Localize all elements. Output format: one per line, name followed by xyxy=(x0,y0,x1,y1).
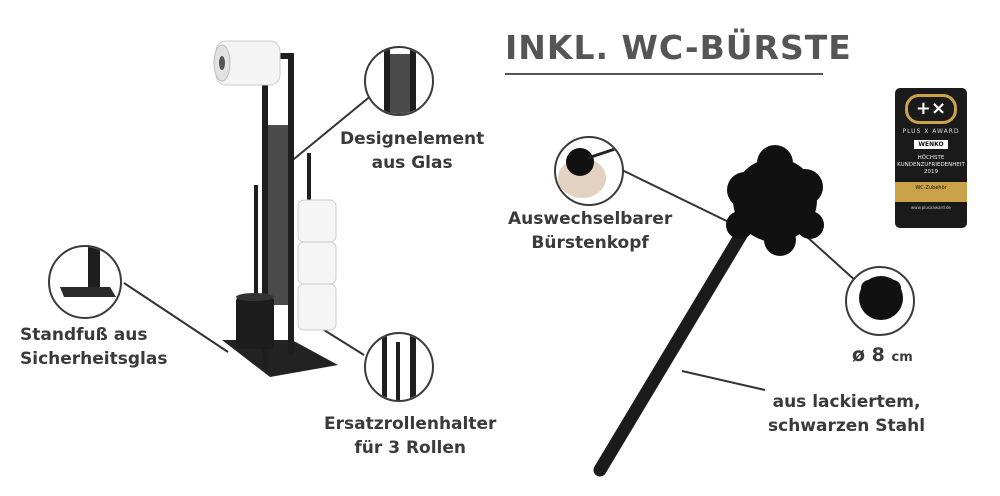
brush-head-detail-icon xyxy=(554,136,624,206)
holder-detail-icon xyxy=(364,332,434,402)
award-category: WC-Zubehör xyxy=(895,182,967,202)
brush-image xyxy=(593,145,824,477)
brush-tip-detail-icon xyxy=(845,266,915,336)
label-standfuss: Standfuß aus Sicherheitsglas xyxy=(20,325,168,369)
headline: INKL. WC-BÜRSTE xyxy=(505,28,852,67)
foot-detail-icon xyxy=(48,245,122,319)
award-brand: WENKO xyxy=(914,140,948,149)
label-buerstenkopf: Auswechselbarer Bürstenkopf xyxy=(508,209,673,253)
toilet-stand-image xyxy=(213,40,338,377)
award-url: www.plusxaward.de xyxy=(911,205,951,210)
label-designelement: Designelement aus Glas xyxy=(340,129,485,173)
headline-underline xyxy=(505,73,823,75)
award-logo: +× xyxy=(905,94,957,124)
glass-detail-icon xyxy=(364,46,434,116)
plus-x-award-badge: +× PLUS X AWARD WENKO HÖCHSTE KUNDENZUFR… xyxy=(895,88,967,228)
award-title: PLUS X AWARD xyxy=(902,128,960,135)
label-stahl: aus lackiertem, schwarzen Stahl xyxy=(768,392,926,436)
label-ersatzrollenhalter: Ersatzrollenhalter für 3 Rollen xyxy=(324,414,497,458)
diameter-label: ø 8 cm xyxy=(852,344,913,366)
award-text: HÖCHSTE KUNDENZUFRIEDENHEIT 2019 xyxy=(897,155,965,175)
